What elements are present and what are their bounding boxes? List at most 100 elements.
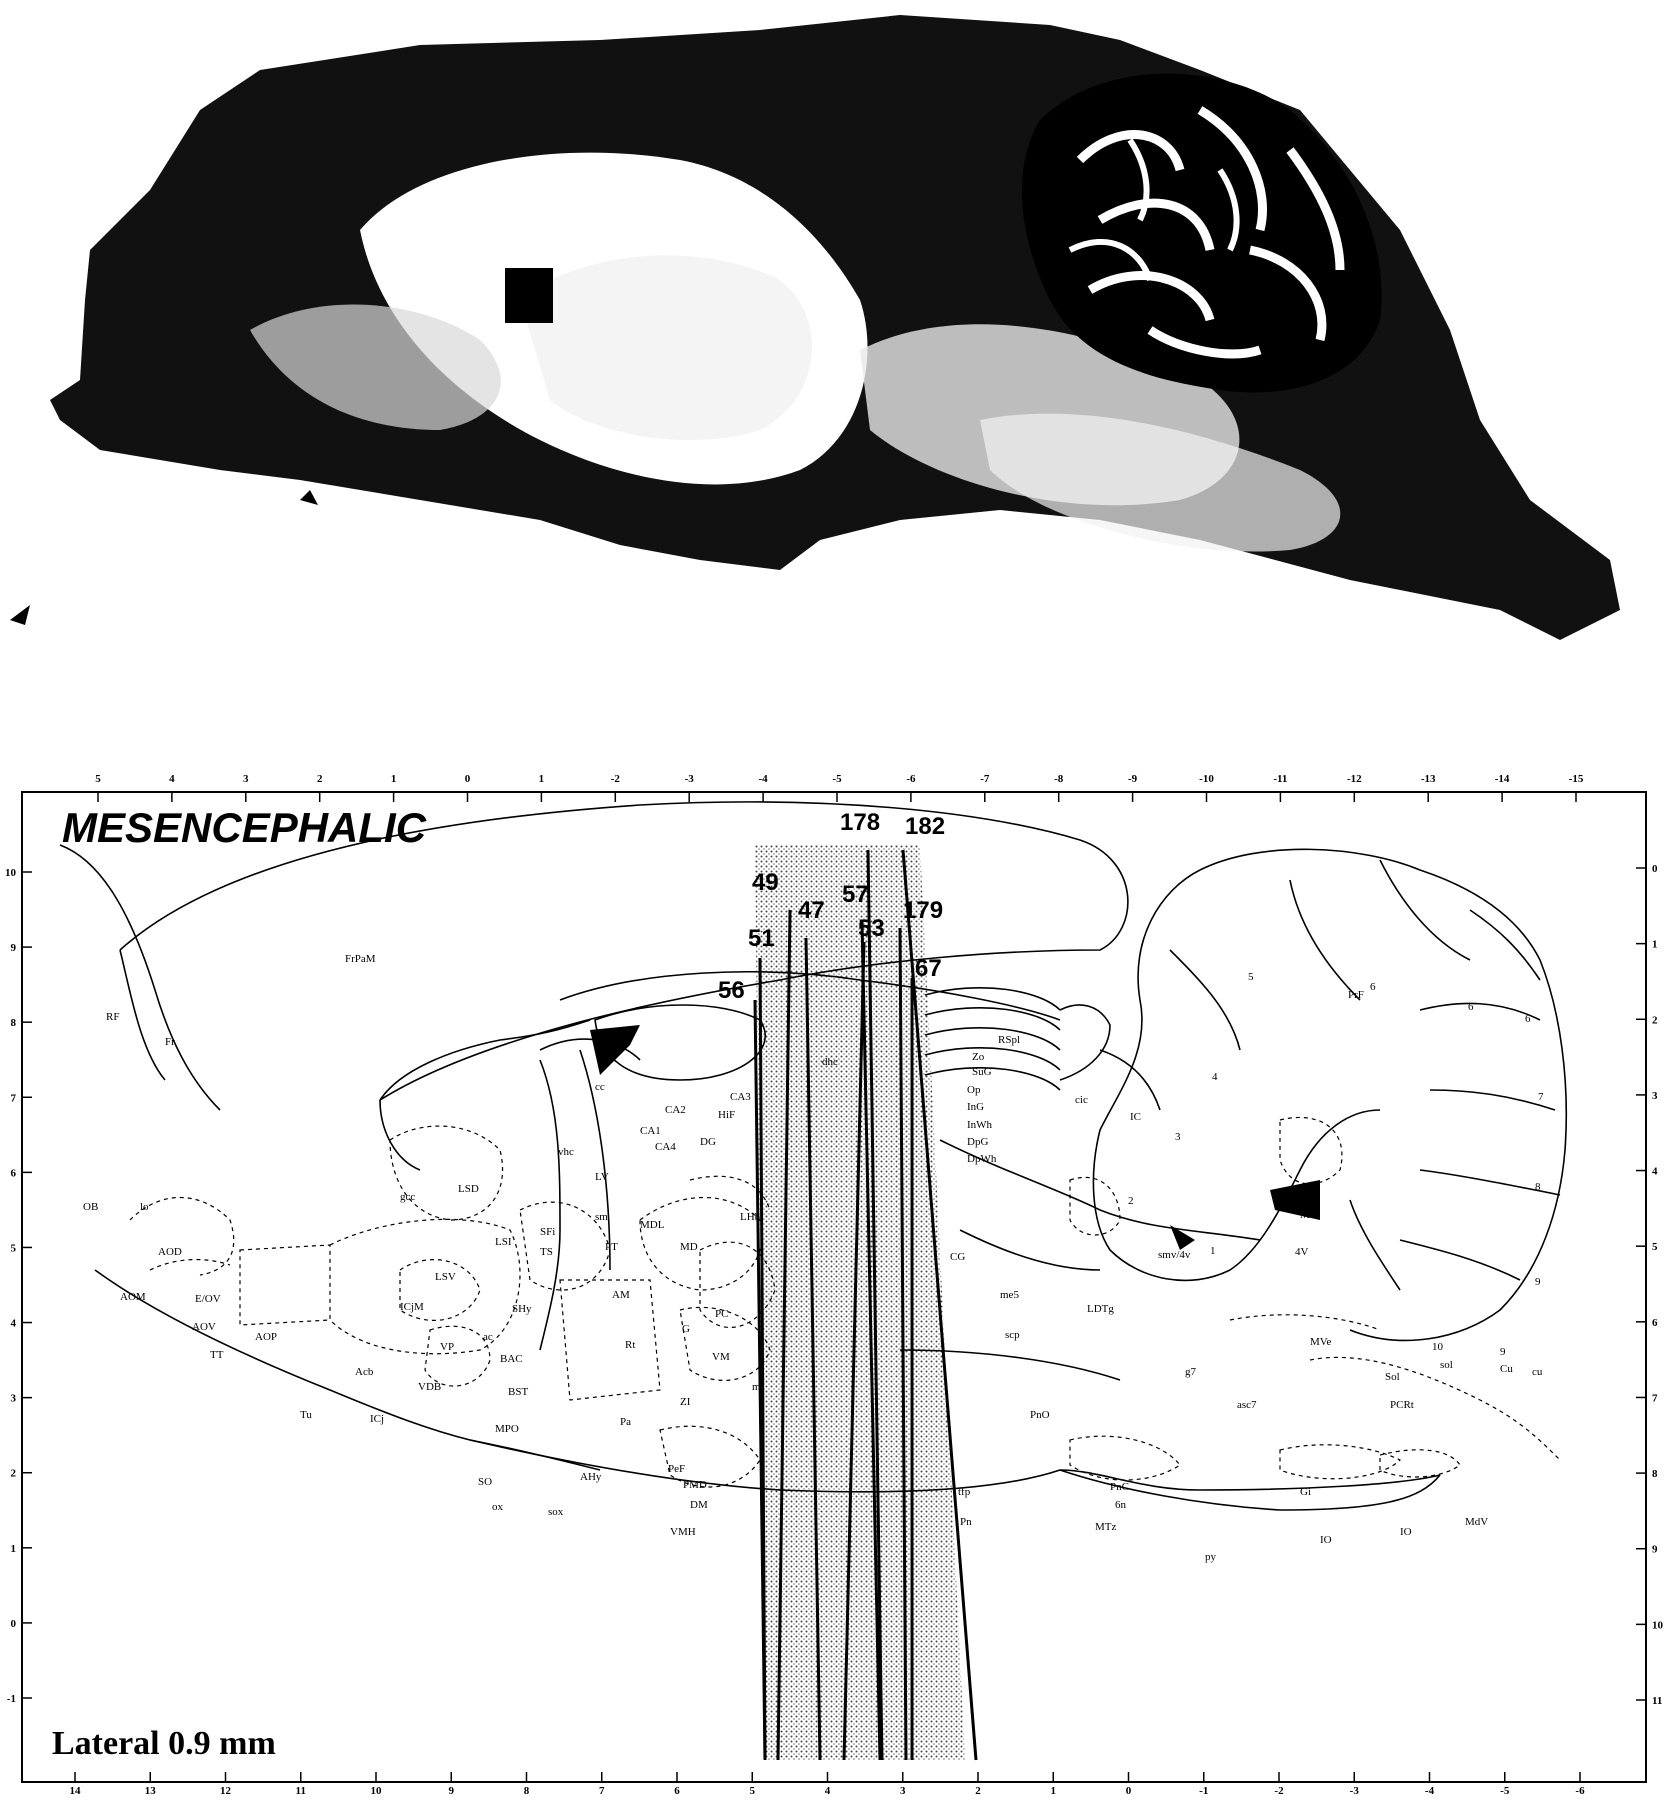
region-label-lobe7: 7 [1538, 1091, 1544, 1103]
right-tick-label: 10 [1652, 1619, 1664, 1631]
bottom-tick-label: 0 [1126, 1785, 1132, 1795]
top-tick-label: 2 [317, 773, 323, 785]
track-number-label: 57 [842, 881, 869, 908]
region-label-sfi: SFi [540, 1226, 555, 1238]
region-label-cu: Cu [1500, 1363, 1513, 1375]
region-label-sm: sm [595, 1211, 608, 1223]
region-label-pn: Pn [960, 1516, 972, 1528]
region-label-sixn: 6n [1115, 1499, 1127, 1511]
bottom-tick-label: 6 [674, 1785, 680, 1795]
bottom-tick-label: 13 [145, 1785, 157, 1795]
right-tick-label: 6 [1652, 1317, 1658, 1329]
bottom-tick-label: 3 [900, 1785, 906, 1795]
right-tick-label: 8 [1652, 1468, 1658, 1480]
region-label-aod: AOD [158, 1246, 182, 1258]
region-label-ahy: AHy [580, 1471, 602, 1483]
region-label-py: py [1205, 1551, 1217, 1563]
bottom-tick-label: 2 [975, 1785, 981, 1795]
right-tick-label: 4 [1652, 1166, 1658, 1178]
region-label-io2: IO [1400, 1526, 1412, 1538]
region-label-aom: AOM [120, 1291, 146, 1303]
bottom-tick-label: 14 [70, 1785, 82, 1795]
bottom-tick-label: 8 [524, 1785, 530, 1795]
left-tick-label: 4 [11, 1318, 17, 1330]
region-label-op: Op [967, 1084, 981, 1096]
region-label-lobe10: 10 [1432, 1341, 1444, 1353]
region-label-gi: Gi [1300, 1486, 1311, 1498]
track-number-label: 56 [718, 977, 745, 1004]
top-tick-label: 4 [169, 773, 175, 785]
region-label-dpg: DpG [967, 1136, 988, 1148]
region-label-ca2: CA2 [665, 1104, 686, 1116]
region-label-lobe6c: 6 [1525, 1013, 1531, 1025]
region-label-frpam: FrPaM [345, 953, 376, 965]
right-tick-label: 9 [1652, 1544, 1658, 1556]
region-label-pcrt: PCRt [1390, 1399, 1414, 1411]
bottom-tick-label: 7 [599, 1785, 605, 1795]
region-label-smv4v: smv/4v [1158, 1249, 1191, 1261]
region-label-cc: cc [595, 1081, 605, 1093]
region-label-zi: ZI [680, 1396, 691, 1408]
region-label-sh: SHy [512, 1303, 532, 1315]
bottom-tick-label: 9 [449, 1785, 455, 1795]
top-tick-label: 3 [243, 773, 249, 785]
bottom-tick-label: -2 [1274, 1785, 1284, 1795]
atlas-svg: 5432101-2-3-4-5-6-7-8-9-10-11-12-13-14-1… [0, 750, 1676, 1795]
region-label-lsv: LSV [435, 1271, 456, 1283]
left-tick-label: 7 [11, 1092, 17, 1104]
region-label-vm: VM [712, 1351, 730, 1363]
region-label-mve: MVe [1310, 1336, 1332, 1348]
region-label-ca1: CA1 [640, 1125, 661, 1137]
region-label-ca3: CA3 [730, 1091, 751, 1103]
bottom-tick-label: 10 [371, 1785, 383, 1795]
atlas-title: MESENCEPHALIC [62, 804, 427, 851]
region-label-rspl: RSpl [998, 1034, 1020, 1046]
top-tick-label: -10 [1199, 773, 1214, 785]
region-label-lsi: LSI [495, 1236, 512, 1248]
region-label-lobe1: 1 [1210, 1245, 1216, 1257]
right-tick-label: 3 [1652, 1090, 1658, 1102]
top-tick-label: -9 [1128, 773, 1138, 785]
region-label-lobe6a: 6 [1370, 981, 1376, 993]
left-tick-label: 6 [11, 1167, 17, 1179]
region-label-prf: PrF [1348, 989, 1364, 1001]
region-label-pmd: PMD [683, 1479, 707, 1491]
left-tick-label: 3 [11, 1393, 17, 1405]
region-label-lobe9b: 9 [1500, 1346, 1506, 1358]
region-label-ldtg: LDTg [1087, 1303, 1114, 1315]
region-label-mes: me5 [1000, 1289, 1019, 1301]
region-label-icjm: ICjM [400, 1301, 424, 1313]
top-tick-label: 0 [465, 773, 471, 785]
top-tick-label: -15 [1569, 773, 1584, 785]
top-tick-label: -7 [980, 773, 990, 785]
region-label-cic: cic [1075, 1094, 1088, 1106]
top-tick-label: -8 [1054, 773, 1064, 785]
region-label-vmh: VMH [670, 1526, 696, 1538]
right-tick-label: 0 [1652, 863, 1658, 875]
region-label-med: Med [1300, 1209, 1321, 1221]
region-label-lobe9a: 9 [1535, 1276, 1541, 1288]
region-label-rf: RF [106, 1011, 119, 1023]
region-label-pt: PT [605, 1241, 618, 1253]
region-label-dm: DM [690, 1499, 708, 1511]
region-label-cg: CG [950, 1251, 965, 1263]
region-label-lv: LV [595, 1171, 609, 1183]
region-label-ox: ox [492, 1501, 504, 1513]
left-tick-label: 5 [11, 1242, 17, 1254]
track-number-label: 182 [905, 813, 945, 840]
left-tick-label: 10 [5, 867, 17, 879]
region-label-lobe5: 5 [1248, 971, 1254, 983]
region-label-inwh: InWh [967, 1119, 993, 1131]
region-label-lobe4: 4 [1212, 1071, 1218, 1083]
right-tick-label: 1 [1652, 939, 1658, 951]
region-label-io1: IO [1320, 1534, 1332, 1546]
region-label-g: G [682, 1323, 690, 1335]
region-label-aov: AOV [192, 1321, 216, 1333]
top-tick-label: 1 [391, 773, 397, 785]
top-tick-label: -11 [1273, 773, 1287, 785]
region-label-dpwh: DpWh [967, 1153, 997, 1165]
right-tick-label: 2 [1652, 1014, 1658, 1026]
right-tick-label: 5 [1652, 1241, 1658, 1253]
top-tick-label: 1 [539, 773, 545, 785]
region-label-mt: mt [752, 1381, 764, 1393]
